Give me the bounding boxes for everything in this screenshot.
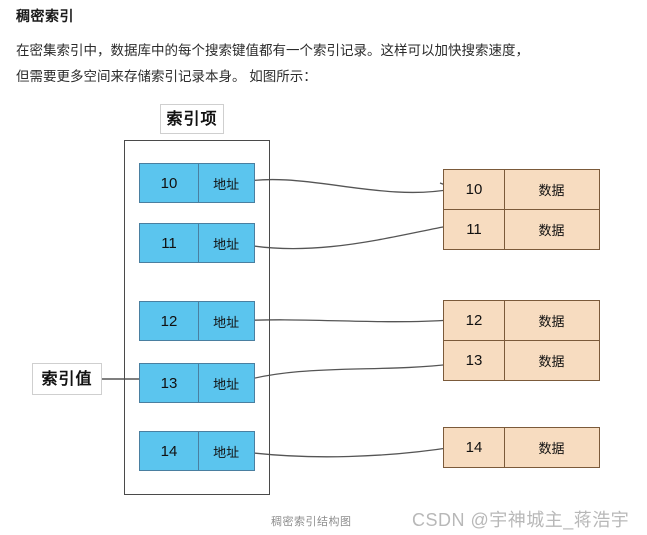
connector-10 [236, 178, 453, 194]
data-key: 12 [443, 300, 505, 341]
data-row: 12 数据 [443, 300, 601, 341]
data-value: 数据 [503, 169, 600, 210]
index-address: 地址 [197, 363, 255, 403]
csdn-watermark: CSDN @宇神城主_蒋浩宇 [412, 510, 630, 530]
index-container: 10 地址 11 地址 12 地址 13 地址 14 地址 [124, 140, 270, 495]
index-address: 地址 [197, 431, 255, 471]
paragraph-line: 在密集索引中，数据库中的每个搜索键值都有一个索引记录。这样可以加快搜索速度， [16, 43, 529, 58]
figure-caption: 稠密索引结构图 [271, 516, 352, 528]
data-value: 数据 [503, 209, 600, 250]
index-row: 10 地址 [139, 163, 256, 203]
index-key: 10 [139, 163, 199, 203]
data-key: 10 [443, 169, 505, 210]
index-row: 11 地址 [139, 223, 256, 263]
label-index-entry: 索引项 [160, 104, 224, 134]
data-row: 13 数据 [443, 340, 601, 381]
connector-14 [236, 446, 455, 458]
connector-12 [236, 319, 452, 323]
index-address: 地址 [197, 163, 255, 203]
data-value: 数据 [503, 340, 600, 381]
connector-11 [236, 225, 449, 250]
data-key: 11 [443, 209, 505, 250]
index-row: 13 地址 [139, 363, 256, 403]
dense-index-diagram: 索引项 索引值 10 地址 11 地址 12 地址 13 地址 14 地 [0, 95, 647, 535]
label-index-value: 索引值 [32, 363, 102, 395]
data-row: 14 数据 [443, 427, 601, 468]
data-value: 数据 [503, 300, 600, 341]
index-key: 11 [139, 223, 199, 263]
index-row: 14 地址 [139, 431, 256, 471]
index-address: 地址 [197, 301, 255, 341]
data-key: 14 [443, 427, 505, 468]
paragraph-line: 但需要更多空间来存储索引记录本身。 如图所示： [16, 69, 317, 84]
data-row: 11 数据 [443, 209, 601, 250]
data-value: 数据 [503, 427, 600, 468]
data-row: 10 数据 [443, 169, 601, 210]
page-title: 稠密索引 [16, 8, 74, 24]
data-key: 13 [443, 340, 505, 381]
connector-13 [235, 363, 453, 384]
intro-paragraph: 在密集索引中，数据库中的每个搜索键值都有一个索引记录。这样可以加快搜索速度， 但… [16, 38, 632, 90]
index-key: 12 [139, 301, 199, 341]
index-row: 12 地址 [139, 301, 256, 341]
index-address: 地址 [197, 223, 255, 263]
index-key: 13 [139, 363, 199, 403]
index-key: 14 [139, 431, 199, 471]
